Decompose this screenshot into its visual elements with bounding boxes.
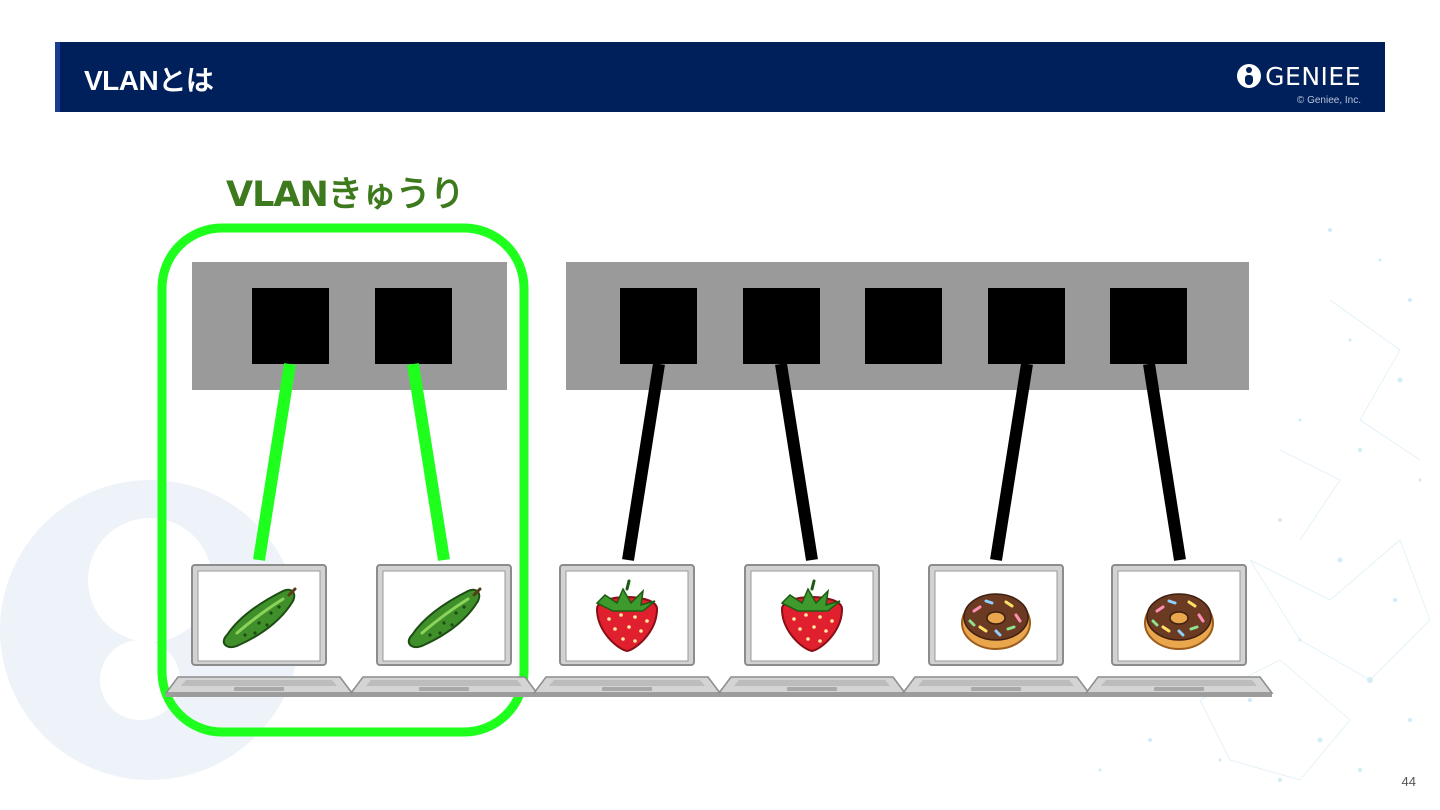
copyright-notice: © Geniee, Inc. xyxy=(1296,95,1361,106)
vlan-cable xyxy=(407,363,450,561)
company-logo: GENIEE xyxy=(1237,61,1361,91)
laptop xyxy=(718,564,906,698)
cable xyxy=(775,363,818,561)
geniee-logo-icon xyxy=(1237,64,1262,88)
logo-text: GENIEE xyxy=(1265,61,1361,91)
switch-port xyxy=(1110,288,1187,364)
donut-icon xyxy=(960,592,1032,651)
page-number: 44 xyxy=(1401,774,1416,789)
switch-port xyxy=(375,288,452,364)
cable xyxy=(622,363,665,561)
switch-port xyxy=(865,288,942,364)
laptop xyxy=(1085,564,1273,698)
title-bar: VLANとは GENIEE © Geniee, Inc. xyxy=(55,42,1385,112)
cable xyxy=(1143,363,1186,561)
vlan-group-label: VLANきゅうり xyxy=(226,175,465,215)
vlan-boundary xyxy=(157,223,529,737)
switch-left xyxy=(192,262,507,390)
vlan-cable xyxy=(253,363,296,561)
donut-icon xyxy=(1143,592,1215,651)
switch-port xyxy=(988,288,1065,364)
cable xyxy=(990,363,1033,561)
laptop xyxy=(165,564,353,698)
laptop xyxy=(533,564,721,698)
laptop xyxy=(902,564,1090,698)
switch-port xyxy=(252,288,329,364)
laptop xyxy=(350,564,538,698)
switch-port xyxy=(743,288,820,364)
page-title: VLANとは xyxy=(84,65,214,96)
switch-port xyxy=(620,288,697,364)
